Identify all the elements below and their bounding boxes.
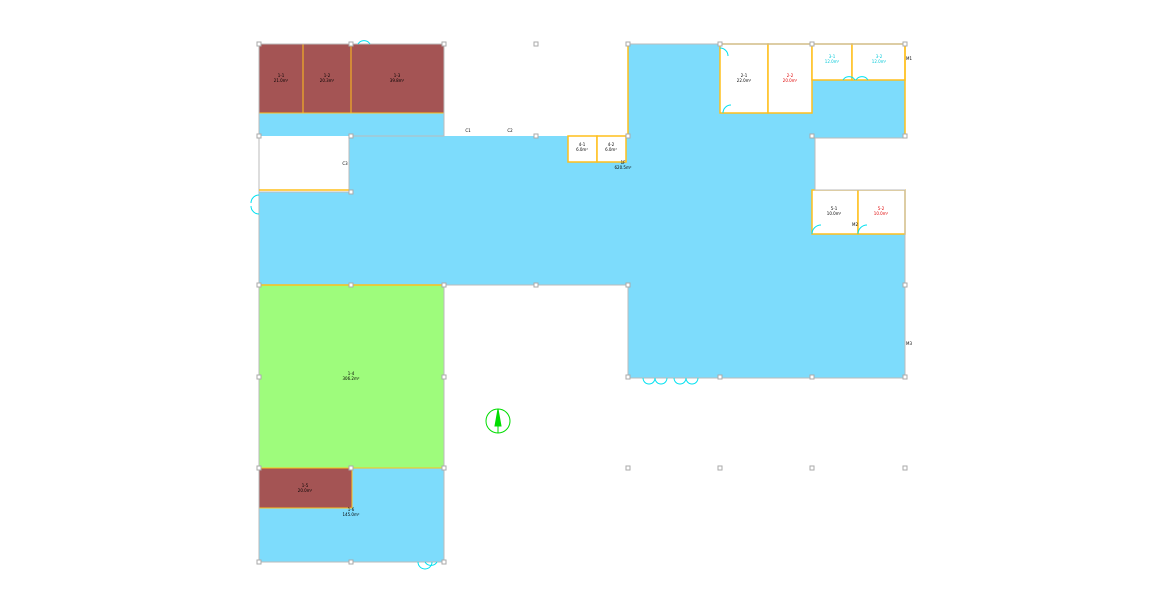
svg-text:620.5m²: 620.5m² — [615, 165, 632, 170]
svg-text:1-5: 1-5 — [302, 483, 309, 488]
svg-text:1-2: 1-2 — [324, 73, 331, 78]
white-rooms — [567, 43, 906, 235]
room-labels: 1-121.0m² 1-220.3m² 1-339.8m² 2-122.0m² … — [274, 54, 913, 517]
room-4-2[interactable] — [596, 135, 627, 163]
svg-text:1-4: 1-4 — [348, 371, 355, 376]
svg-text:145.0m²: 145.0m² — [343, 512, 360, 517]
svg-text:M1: M1 — [906, 56, 912, 61]
svg-text:39.8m²: 39.8m² — [390, 78, 405, 83]
svg-text:4-1: 4-1 — [579, 142, 586, 147]
svg-text:20.0m²: 20.0m² — [783, 78, 798, 83]
room-3-2[interactable] — [851, 43, 906, 81]
svg-text:1F: 1F — [621, 160, 627, 165]
svg-text:1-6: 1-6 — [348, 507, 355, 512]
north-compass-icon — [485, 408, 511, 434]
svg-text:M2: M2 — [852, 222, 858, 227]
svg-text:20.0m²: 20.0m² — [298, 488, 313, 493]
svg-text:6.0m²: 6.0m² — [605, 147, 617, 152]
svg-text:3-1: 3-1 — [829, 54, 836, 59]
svg-text:21.0m²: 21.0m² — [274, 78, 289, 83]
svg-text:1-1: 1-1 — [278, 73, 285, 78]
svg-text:3-2: 3-2 — [876, 54, 883, 59]
room-hall[interactable] — [258, 284, 445, 469]
svg-text:20.3m²: 20.3m² — [320, 78, 335, 83]
svg-text:M3: M3 — [906, 341, 912, 346]
svg-text:C1: C1 — [465, 128, 471, 133]
svg-text:10.0m²: 10.0m² — [874, 211, 889, 216]
svg-text:22.0m²: 22.0m² — [737, 78, 752, 83]
doors — [250, 40, 869, 570]
room-4-1[interactable] — [567, 135, 598, 163]
svg-text:12.0m²: 12.0m² — [872, 59, 887, 64]
svg-text:1-3: 1-3 — [394, 73, 401, 78]
svg-text:2-2: 2-2 — [787, 73, 794, 78]
svg-text:C2: C2 — [507, 128, 513, 133]
svg-text:5-1: 5-1 — [831, 206, 838, 211]
svg-text:4-2: 4-2 — [608, 142, 615, 147]
svg-text:6.0m²: 6.0m² — [576, 147, 588, 152]
svg-text:5-2: 5-2 — [878, 206, 885, 211]
svg-text:10.0m²: 10.0m² — [827, 211, 842, 216]
svg-text:C3: C3 — [342, 161, 348, 166]
grid-markers — [256, 41, 908, 565]
room-3-1[interactable] — [811, 43, 853, 81]
svg-text:12.0m²: 12.0m² — [825, 59, 840, 64]
svg-text:306.2m²: 306.2m² — [343, 376, 360, 381]
svg-text:2-1: 2-1 — [741, 73, 748, 78]
